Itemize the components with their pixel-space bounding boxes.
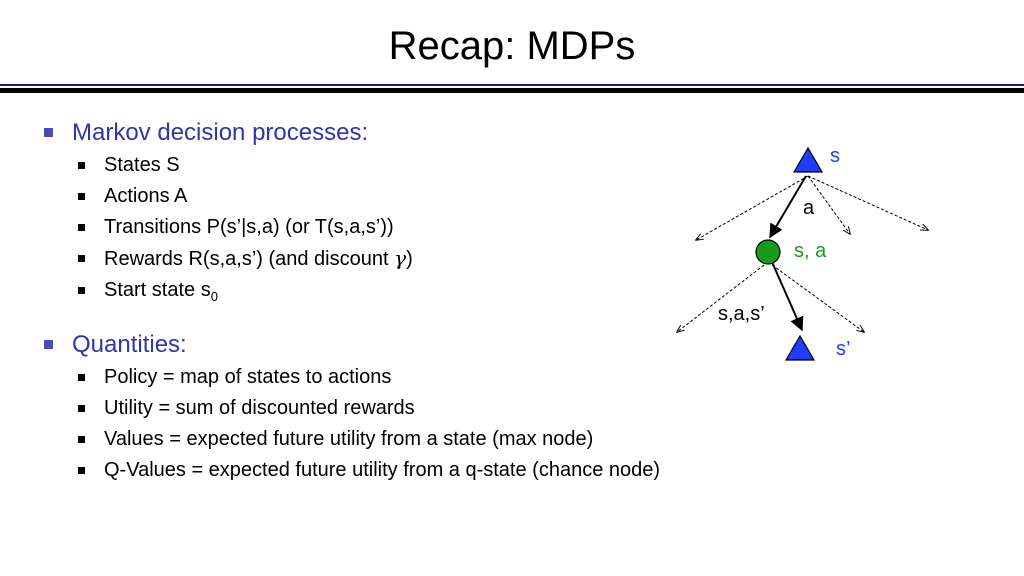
quantities-item-policy: Policy = map of states to actions (78, 362, 744, 393)
next-state-node-triangle (784, 334, 816, 361)
dashed-edge-top-right (807, 175, 850, 234)
transition-edge (771, 261, 804, 332)
mdp-tree-diagram: s a s, a s,a,s’ s’ (640, 145, 960, 361)
quantities-item-utility: Utility = sum of discounted rewards (78, 393, 744, 424)
rewards-text: Rewards R(s,a,s’) (and discount (104, 248, 395, 270)
dashed-edge-chance-left (677, 261, 769, 332)
next-state-label: s’ (836, 338, 850, 360)
qstate-label: s, a (794, 240, 827, 262)
start-state-text: Start state s (104, 279, 211, 301)
qstate-node-circle (755, 239, 781, 265)
slide-title: Recap: MDPs (388, 24, 636, 68)
title-divider-thin (0, 84, 1024, 86)
action-label: a (803, 197, 815, 219)
dashed-edge-top-far-left (696, 175, 809, 240)
transition-label: s,a,s’ (718, 303, 765, 325)
dashed-edge-top-far-right (807, 175, 928, 230)
quantities-item-qvalues: Q-Values = expected future utility from … (78, 455, 744, 486)
mdp-item-actions: Actions A (78, 181, 744, 212)
mdp-heading: Markov decision processes: (44, 116, 744, 150)
quantities-heading: Quantities: (44, 328, 744, 362)
state-label: s (830, 145, 840, 167)
start-state-subscript: 0 (210, 289, 218, 304)
quantities-item-values: Values = expected future utility from a … (78, 424, 744, 455)
action-edge (769, 175, 807, 239)
rewards-close: ) (406, 248, 413, 270)
dashed-edge-chance-right (767, 261, 864, 332)
discount-symbol: γ (394, 246, 407, 270)
mdp-item-states: States S (78, 150, 744, 181)
mdp-item-transitions: Transitions P(s’|s,a) (or T(s,a,s’)) (78, 212, 744, 243)
mdp-item-rewards: Rewards R(s,a,s’) (and discount γ) (78, 243, 744, 275)
state-node-triangle (792, 146, 824, 173)
bullet-list: Markov decision processes: States S Acti… (44, 116, 744, 486)
mdp-item-start-state: Start state s0 (78, 275, 744, 306)
title-divider-thick (0, 88, 1024, 93)
